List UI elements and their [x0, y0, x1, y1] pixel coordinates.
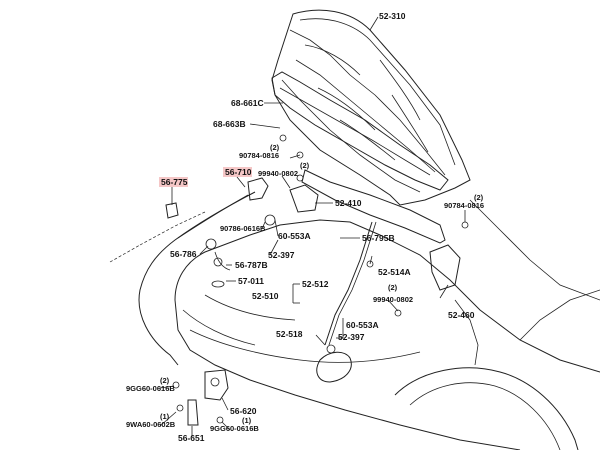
part-label: 56-786: [170, 249, 197, 259]
hood-support-rod: [324, 221, 373, 346]
part-label: 90784-0816: [444, 201, 484, 210]
part-label: 9WA60-0602B: [126, 420, 176, 429]
part-label: 52-510: [252, 291, 279, 301]
highlight-56-775: [159, 177, 188, 187]
bolt: [461, 221, 469, 229]
part-label: 52-518: [276, 329, 303, 339]
part-label: 60-553A: [278, 231, 311, 241]
part-labels: 52-310 68-661C 68-663B (2) 90784-0816 (2…: [126, 11, 484, 443]
part-label: 99940-0802: [258, 169, 298, 178]
qty-label: (2): [160, 376, 170, 385]
hood-seal: [301, 169, 446, 244]
nut: [296, 174, 304, 182]
qty-label: (1): [242, 416, 252, 425]
qty-label: (2): [300, 161, 310, 170]
bolt: [176, 404, 184, 412]
part-label: 68-663B: [213, 119, 246, 129]
hood-insulator: [271, 71, 449, 191]
qty-label: (2): [474, 193, 484, 202]
bolt: [296, 151, 304, 159]
release-handle: [247, 177, 269, 201]
qty-label: (2): [270, 143, 280, 152]
part-label: 56-651: [178, 433, 205, 443]
part-label: 68-661C: [231, 98, 264, 108]
hood-latch: [204, 369, 229, 401]
part-label: 57-011: [238, 276, 264, 286]
part-label: 90786-0616B: [220, 224, 266, 233]
part-label: 99940-0802: [373, 295, 413, 304]
part-label: 52-410: [335, 198, 362, 208]
insulator-clip: [279, 134, 287, 142]
hood-hinge-right: [429, 244, 461, 291]
bolt: [216, 416, 224, 424]
part-label-highlighted: 56-775: [161, 177, 188, 187]
bolt: [172, 381, 180, 389]
part-label: 52-514A: [378, 267, 411, 277]
part-label-highlighted: 56-710: [225, 167, 252, 177]
part-label: 9GG60-0616B: [210, 424, 259, 433]
rod-holder: [326, 344, 336, 354]
car-body: [174, 199, 600, 450]
latch-striker: [187, 399, 199, 426]
part-label: 90784-0816: [239, 151, 279, 160]
part-label: 60-553A: [346, 320, 379, 330]
part-label: 9GG60-0616B: [126, 384, 175, 393]
grommet: [211, 280, 225, 288]
part-label: 52-512: [302, 279, 329, 289]
leader-lines: [159, 16, 466, 437]
cable-clip: [165, 202, 179, 219]
rod-grommet: [366, 260, 374, 268]
qty-label: (1): [160, 412, 170, 421]
nut: [394, 309, 402, 317]
part-label: 56-620: [230, 406, 257, 416]
part-label: 52-397: [338, 332, 365, 342]
part-label: 52-310: [379, 11, 406, 21]
hood-panel: [271, 9, 471, 206]
highlight-56-710: [223, 167, 252, 177]
part-label: 56-795B: [362, 233, 395, 243]
bumper-stop-cushion: [213, 257, 223, 267]
part-label: 56-787B: [235, 260, 268, 270]
qty-label: (2): [388, 283, 398, 292]
hood-hinge-left: [289, 184, 319, 213]
part-label: 52-397: [268, 250, 295, 260]
bumper-stop: [205, 238, 217, 250]
retainer-clip: [264, 214, 276, 226]
part-label: 52-460: [448, 310, 475, 320]
